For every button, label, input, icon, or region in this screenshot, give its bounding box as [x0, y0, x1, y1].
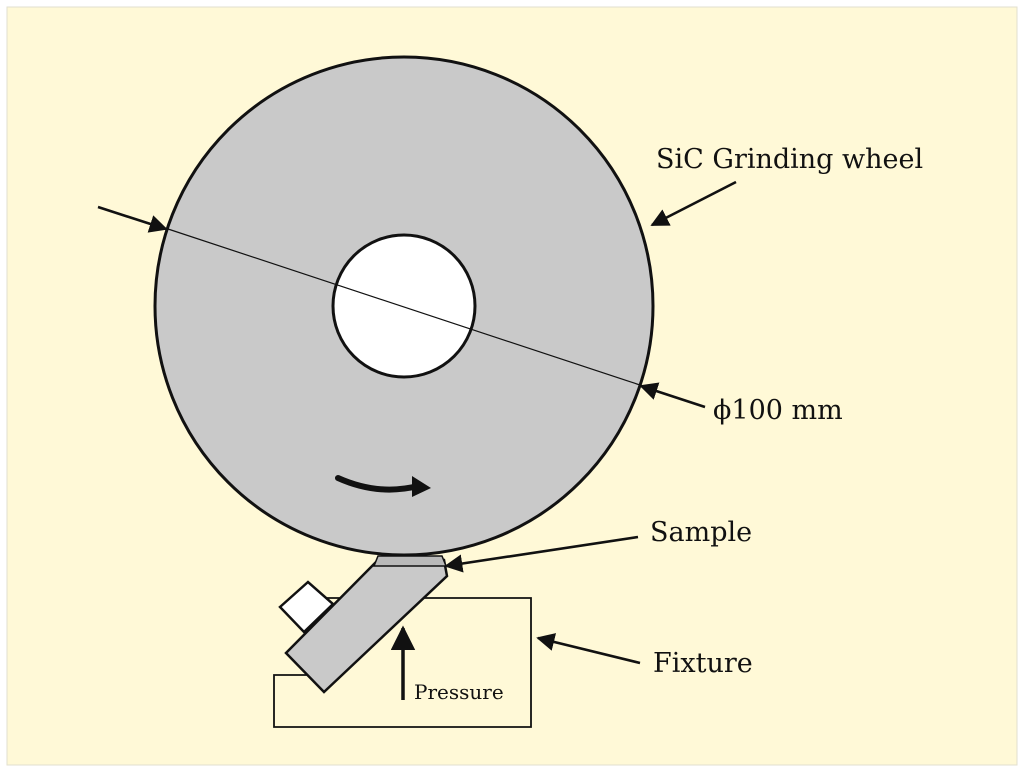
diameter-label: ϕ100 mm [713, 395, 843, 426]
wheel-label: SiC Grinding wheel [656, 144, 923, 175]
diameter-right-arrow-icon [639, 382, 706, 409]
pressure-label: Pressure [414, 680, 504, 704]
rotation-arrow-icon [335, 475, 421, 493]
rotation-arrowhead-icon [412, 476, 431, 497]
wheel-center-hole [331, 233, 477, 379]
wheel-pointer-arrow-icon [650, 180, 737, 227]
sample-pointer-arrow-icon [444, 535, 639, 573]
sample [372, 555, 448, 567]
diameter-line [164, 227, 641, 386]
sample-label: Sample [650, 517, 752, 548]
fixture-label: Fixture [653, 648, 753, 679]
fixture-pointer-arrow-icon [536, 633, 641, 665]
diameter-left-arrow-icon [97, 205, 168, 233]
